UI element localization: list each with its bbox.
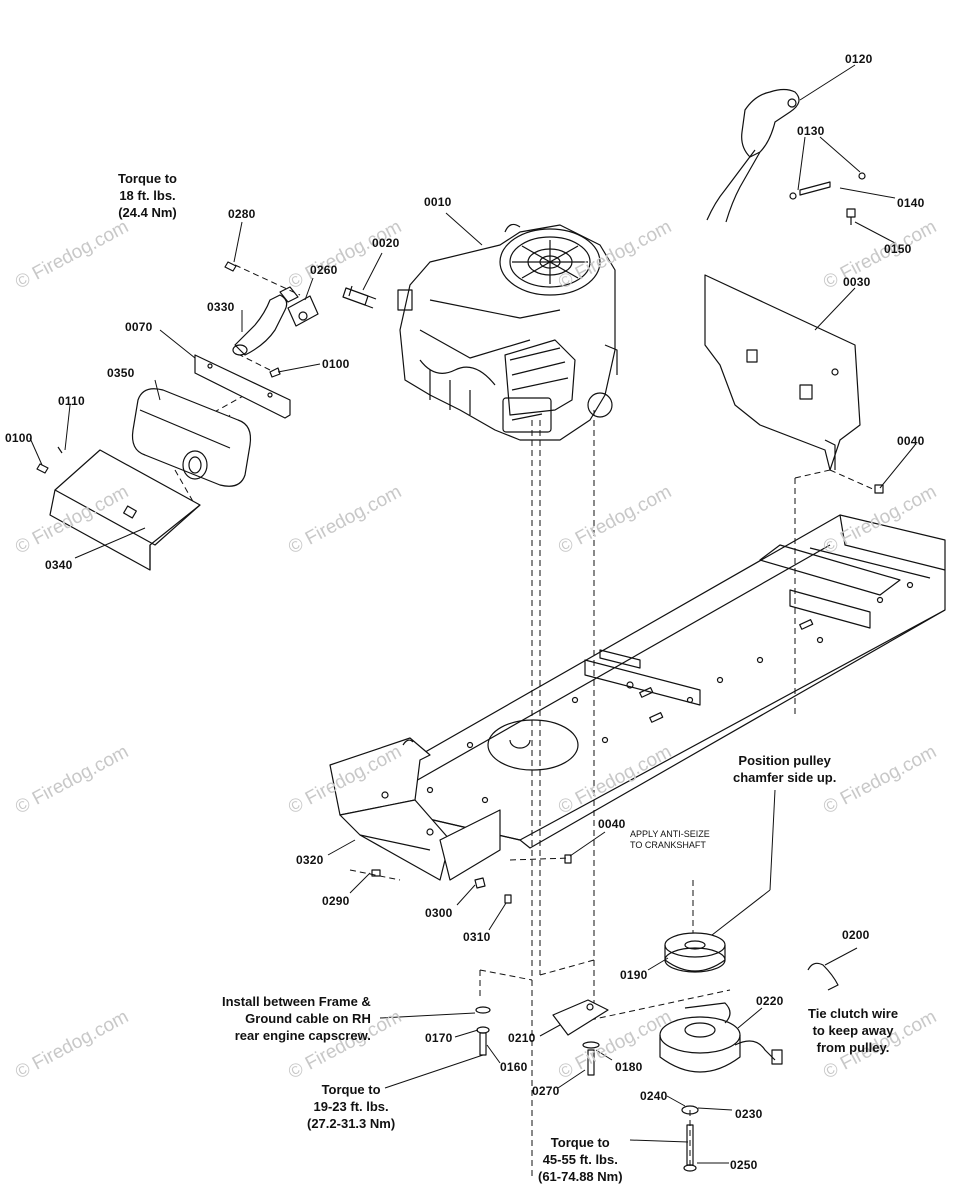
part-label-0170: 0170: [425, 1031, 453, 1045]
throttle-control-0120: [706, 88, 800, 223]
part-label-0260: 0260: [310, 263, 338, 277]
note-position-pulley: Position pulley chamfer side up.: [733, 753, 837, 785]
muffler-bracket-0070: [194, 354, 291, 419]
note-ground-cable: Install between Frame & Ground cable on …: [222, 994, 371, 1043]
muffler-guard-0340: [49, 449, 201, 571]
part-label-0310: 0310: [463, 930, 491, 944]
part-label-0030: 0030: [843, 275, 871, 289]
part-label-0250: 0250: [730, 1158, 758, 1172]
note-clutch-wire: Tie clutch wire to keep away from pulley…: [808, 1006, 899, 1055]
alignment-lines: [174, 264, 876, 1180]
part-label-0130: 0130: [797, 124, 825, 138]
part-label-0110: 0110: [58, 394, 85, 408]
part-label-0100: 0100: [322, 357, 350, 371]
clutch-0220: [659, 1002, 783, 1073]
part-label-0040: 0040: [598, 817, 626, 831]
part-label-0150: 0150: [884, 242, 912, 256]
part-label-0210: 0210: [508, 1031, 536, 1045]
part-label-0140: 0140: [897, 196, 925, 210]
part-label-0230: 0230: [735, 1107, 763, 1121]
part-label-0010: 0010: [424, 195, 452, 209]
part-label-0270: 0270: [532, 1084, 560, 1098]
part-label-0180: 0180: [615, 1060, 643, 1074]
gasket-0260: [287, 295, 319, 327]
part-label-0220: 0220: [756, 994, 784, 1008]
part-label-0160: 0160: [500, 1060, 528, 1074]
note-torque-muffler: Torque to 18 ft. lbs. (24.4 Nm): [118, 171, 177, 220]
part-label-0300: 0300: [425, 906, 453, 920]
part-label-0100: 0100: [5, 431, 33, 445]
screws-muffler: [36, 261, 281, 474]
note-torque-clutch: Torque to 45-55 ft. lbs. (61-74.88 Nm): [538, 1135, 623, 1184]
note-anti-seize: APPLY ANTI-SEIZE TO CRANKSHAFT: [630, 829, 710, 850]
part-label-0340: 0340: [45, 558, 73, 572]
part-label-0120: 0120: [845, 52, 873, 66]
exhaust-pipe-0330: [232, 286, 299, 356]
small-fasteners-top-right: [789, 172, 866, 225]
dipstick-tube-0020: [342, 285, 377, 309]
part-label-0070: 0070: [125, 320, 153, 334]
note-torque-engine: Torque to 19-23 ft. lbs. (27.2-31.3 Nm): [307, 1082, 396, 1131]
bracket-0320: [329, 737, 501, 881]
part-label-0200: 0200: [842, 928, 870, 942]
engine-0010: [397, 223, 618, 441]
frame-0330-chassis: [384, 514, 946, 849]
part-label-0020: 0020: [372, 236, 400, 250]
part-label-0290: 0290: [322, 894, 350, 908]
leader-lines: [29, 64, 916, 1164]
part-label-0330: 0330: [207, 300, 235, 314]
heat-shield-0030: [704, 274, 861, 471]
muffler-0350: [131, 388, 252, 487]
clutch-bracket-0210: [552, 999, 609, 1036]
part-label-0190: 0190: [620, 968, 648, 982]
pulley-0190: [664, 932, 726, 973]
part-label-0040: 0040: [897, 434, 925, 448]
fasteners-bottom: [371, 484, 884, 1172]
part-label-0350: 0350: [107, 366, 135, 380]
part-label-0280: 0280: [228, 207, 256, 221]
part-label-0320: 0320: [296, 853, 324, 867]
part-label-0240: 0240: [640, 1089, 668, 1103]
